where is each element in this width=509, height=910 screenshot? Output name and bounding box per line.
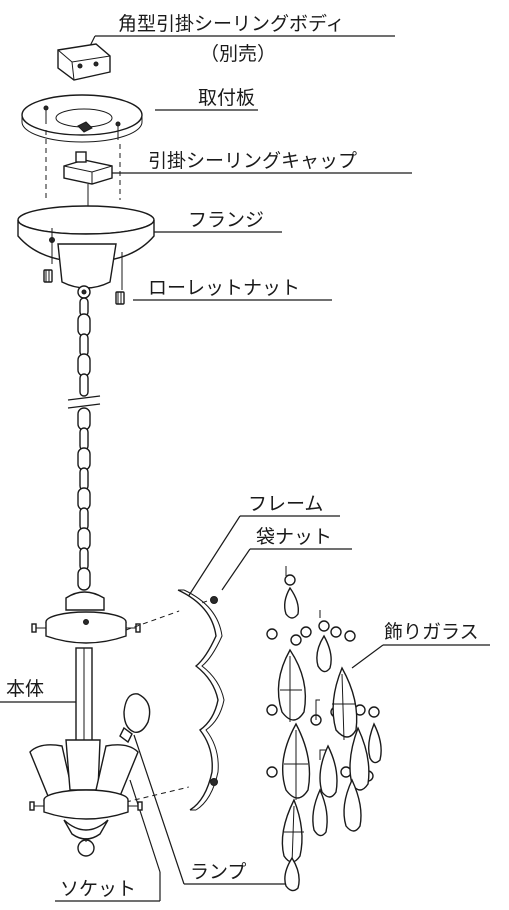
label-decorative-glass: 飾りガラス — [384, 621, 479, 643]
label-main-body: 本体 — [6, 678, 44, 700]
label-mounting-plate: 取付板 — [198, 87, 255, 109]
alignment-guides — [45, 130, 121, 200]
knurled-nuts — [43, 269, 125, 305]
label-sold-separately: （別売） — [200, 43, 276, 65]
socket-cluster — [29, 739, 143, 857]
mounting-plate — [21, 94, 143, 143]
label-flange: フランジ — [188, 209, 264, 231]
ceiling-body — [57, 43, 111, 81]
label-socket: ソケット — [60, 878, 136, 900]
flange — [17, 205, 155, 290]
frame — [177, 589, 225, 811]
label-ceiling-cap: 引掛シーリングキャップ — [148, 150, 357, 172]
cap-nuts — [210, 596, 218, 786]
label-cap-nut: 袋ナット — [256, 526, 332, 548]
main-body — [31, 591, 141, 749]
label-frame: フレーム — [248, 493, 323, 515]
decorative-glass — [266, 566, 382, 892]
label-lamp: ランプ — [190, 861, 246, 883]
label-ceiling-body: 角型引掛シーリングボディ — [118, 13, 345, 35]
ceiling-cap — [63, 151, 113, 212]
chain — [67, 285, 101, 591]
label-knurled-nut: ローレットナット — [148, 277, 300, 299]
lamp-bulb — [119, 693, 151, 744]
